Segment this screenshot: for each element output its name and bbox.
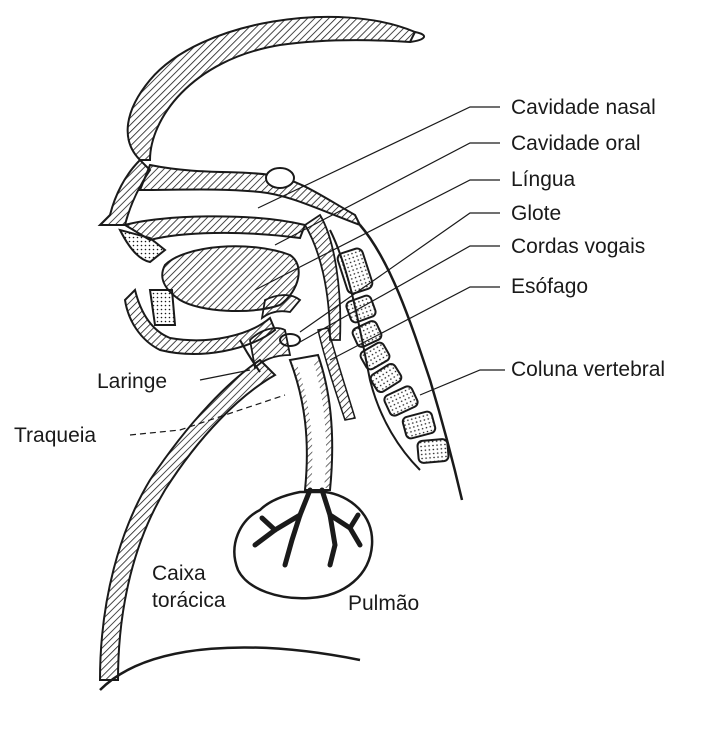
- label-lingua: Língua: [511, 168, 575, 192]
- epiglottis: [262, 295, 300, 318]
- chest-wall: [100, 360, 275, 680]
- skull-outline: [128, 17, 415, 160]
- label-laringe: Laringe: [97, 370, 167, 394]
- leader-esofago: [330, 287, 500, 360]
- bottom-curve: [100, 648, 360, 690]
- label-caixa: Caixa: [152, 562, 206, 586]
- lower-teeth: [150, 290, 175, 325]
- label-coluna-vertebral: Coluna vertebral: [511, 358, 665, 382]
- label-esofago: Esófago: [511, 275, 588, 299]
- label-pulmao: Pulmão: [348, 592, 419, 616]
- label-cavidade-nasal: Cavidade nasal: [511, 96, 656, 120]
- label-traqueia: Traqueia: [14, 424, 96, 448]
- label-cordas-vogais: Cordas vogais: [511, 235, 645, 259]
- hard-palate: [125, 216, 305, 240]
- sinus-shape: [266, 168, 294, 188]
- pharynx-wall: [305, 215, 340, 340]
- label-cavidade-oral: Cavidade oral: [511, 132, 641, 156]
- label-glote: Glote: [511, 202, 561, 226]
- trachea-hatching: [294, 365, 309, 488]
- trachea-hatching-right: [316, 360, 329, 488]
- nose-outline: [100, 160, 150, 225]
- label-toracica: torácica: [152, 589, 226, 613]
- nasal-cavity-roof: [140, 165, 360, 225]
